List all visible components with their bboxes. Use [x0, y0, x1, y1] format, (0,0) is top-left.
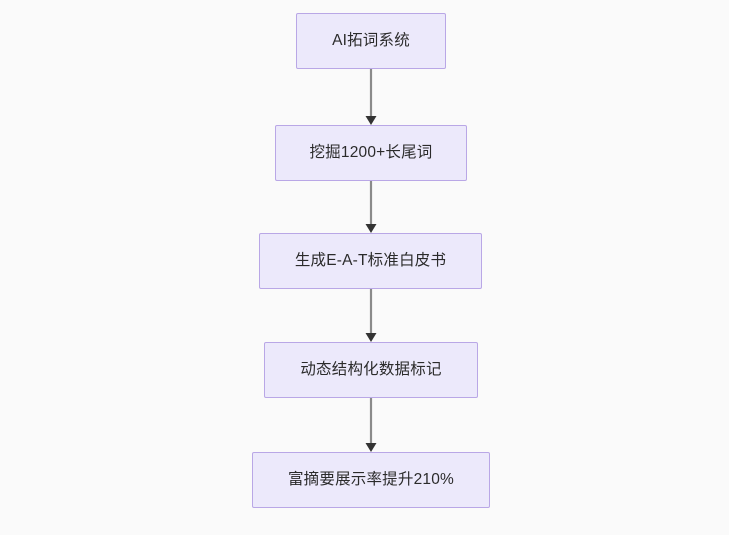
edge-n2-n3 [365, 181, 377, 233]
arrowhead-icon [365, 333, 377, 342]
flowchart-node-dynamic-structured-data-markup[interactable]: 动态结构化数据标记 [264, 342, 478, 398]
arrowhead-icon [365, 443, 377, 452]
arrowhead-icon [365, 224, 377, 233]
flowchart-node-mine-longtail-keywords[interactable]: 挖掘1200+长尾词 [275, 125, 467, 181]
node-label: 挖掘1200+长尾词 [309, 143, 433, 161]
edge-n3-n4 [365, 289, 377, 342]
flowchart-node-ai-keyword-system[interactable]: AI拓词系统 [296, 13, 446, 69]
flowchart-node-rich-snippet-rate-increase[interactable]: 富摘要展示率提升210% [252, 452, 490, 508]
node-label: 生成E-A-T标准白皮书 [294, 251, 447, 269]
node-label: 富摘要展示率提升210% [287, 470, 455, 488]
flowchart-node-generate-eat-whitepaper[interactable]: 生成E-A-T标准白皮书 [259, 233, 482, 289]
edge-n1-n2 [365, 69, 377, 125]
arrowhead-icon [365, 116, 377, 125]
node-label: 动态结构化数据标记 [300, 360, 442, 378]
edge-n4-n5 [365, 398, 377, 452]
node-label: AI拓词系统 [332, 31, 410, 49]
